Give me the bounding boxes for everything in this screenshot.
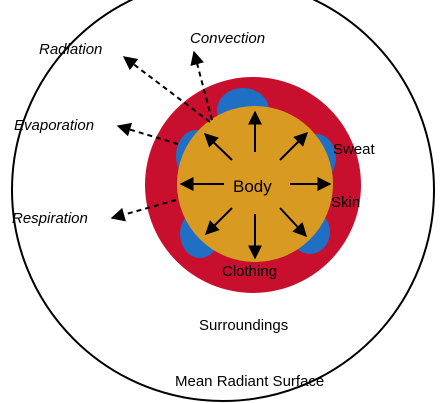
- label-radiation: Radiation: [39, 41, 102, 58]
- label-body: Body: [233, 177, 272, 196]
- label-convection: Convection: [190, 30, 265, 47]
- arrow-upper-left: [203, 133, 233, 161]
- arrow-upper-right: [279, 132, 308, 161]
- arrow-lower-right: [279, 207, 307, 238]
- label-mean-radiant-surface: Mean Radiant Surface: [175, 373, 324, 390]
- label-surroundings: Surroundings: [199, 317, 288, 334]
- label-skin: Skin: [331, 194, 360, 211]
- body-heat-arrows: [179, 110, 332, 260]
- label-clothing: Clothing: [222, 263, 277, 280]
- convection-arrow: [190, 50, 213, 121]
- arrow-lower-left: [205, 207, 233, 235]
- label-sweat: Sweat: [333, 141, 376, 158]
- label-respiration: Respiration: [12, 210, 88, 227]
- label-evaporation: Evaporation: [14, 117, 94, 134]
- evaporation-arrow: [116, 122, 179, 145]
- respiration-arrow: [110, 199, 177, 222]
- heat-loss-arrows: [110, 50, 213, 222]
